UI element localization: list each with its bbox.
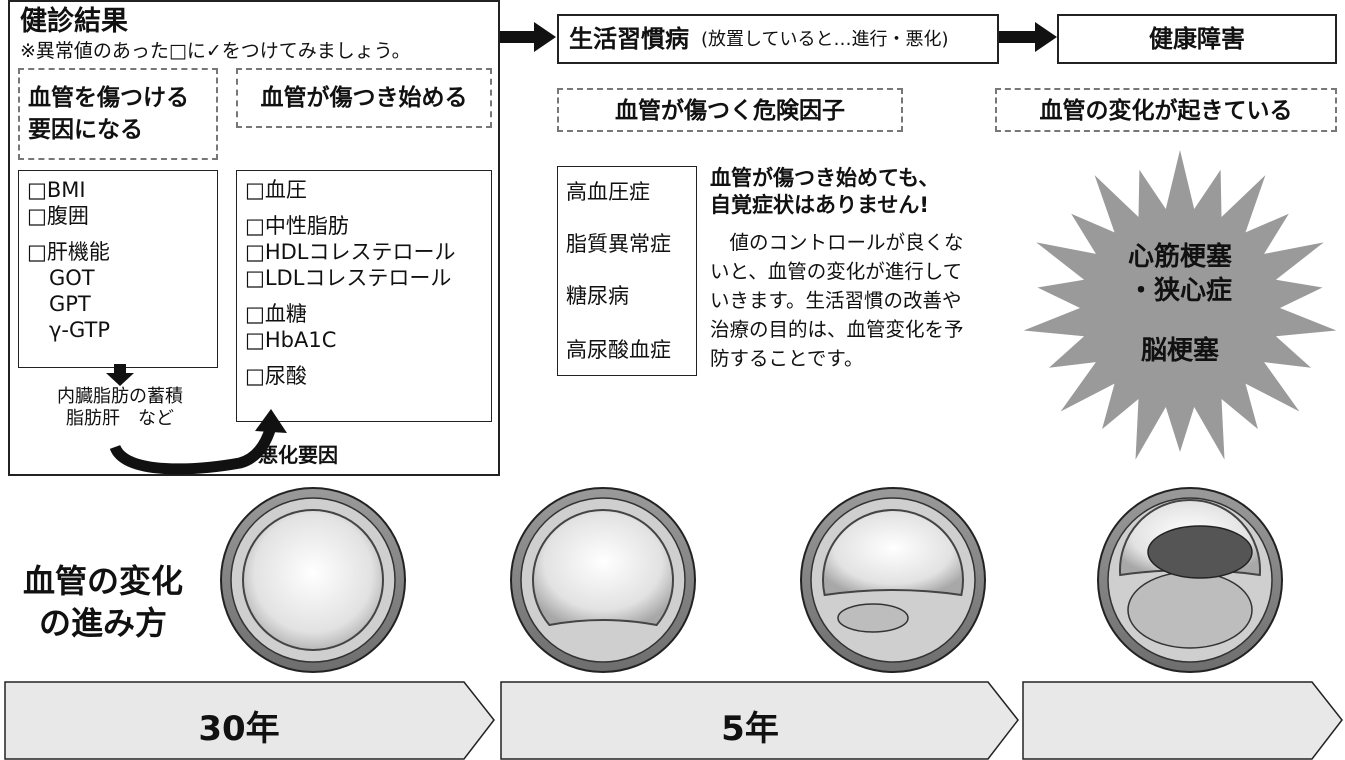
disease-list-box: 高血圧症 脂質異常症 糖尿病 高尿酸血症 <box>557 166 697 376</box>
visceral-line1: 内臓脂肪の蓄積 <box>57 386 183 407</box>
checkup-note: ※異常値のあった□に✓をつけてみましょう。 <box>20 40 411 62</box>
gap <box>27 229 110 239</box>
item-tg[interactable]: □中性脂肪 <box>245 214 349 238</box>
progression-line2: の進み方 <box>38 604 167 642</box>
item-hba1c[interactable]: □HbA1C <box>245 328 337 352</box>
lifestyle-subtitle: (放置していると…進行・悪化) <box>701 29 949 50</box>
timeline-band-3 <box>1022 681 1345 760</box>
worsening-label: 悪化要因 <box>258 443 338 467</box>
curved-arrow-icon <box>109 409 287 475</box>
warning-text: 血管が傷つき始めても、 自覚症状はありません! <box>710 165 939 219</box>
visceral-fat-text: 内臓脂肪の蓄積 脂肪肝 など <box>20 386 220 430</box>
explanation-line2: いと、血管の変化が進行して <box>710 260 963 283</box>
burst-stroke: 脳梗塞 <box>1140 336 1219 366</box>
progression-line1: 血管の変化 <box>22 562 183 600</box>
disease-diabetes: 糖尿病 <box>566 284 629 308</box>
col2-list: □血圧 □中性脂肪 □HDLコレステロール □LDLコレステロール □血糖 □H… <box>245 177 456 389</box>
item-liver[interactable]: □肝機能 <box>27 240 110 264</box>
arrow-to-lifestyle-icon <box>500 22 556 52</box>
col1-list: □BMI □腹囲 □肝機能 GOT GPT γ-GTP <box>27 177 110 343</box>
burst-shape-icon <box>1023 150 1337 460</box>
explanation-line1: 値のコントロールが良くな <box>710 231 964 254</box>
risk-factor-text: 血管が傷つく危険因子 <box>615 98 845 124</box>
disease-hypertension: 高血圧症 <box>566 180 650 204</box>
checkup-title: 健診結果 <box>20 6 128 37</box>
item-ldl[interactable]: □LDLコレステロール <box>245 266 452 290</box>
col2-list-box: □血圧 □中性脂肪 □HDLコレステロール □LDLコレステロール □血糖 □H… <box>236 170 492 422</box>
explanation-line4: 治療の目的は、血管変化を予 <box>710 318 964 341</box>
explanation-line5: 防することです。 <box>710 347 864 370</box>
burst-mi: 心筋梗塞 <box>1127 242 1232 272</box>
disease-dyslipidemia: 脂質異常症 <box>566 232 671 256</box>
item-hdl[interactable]: □HDLコレステロール <box>245 240 456 264</box>
vessel-stage-1 <box>220 487 406 673</box>
health-title: 健康障害 <box>1149 25 1245 53</box>
gap <box>245 203 456 213</box>
vessel-diagrams <box>220 487 1283 673</box>
gap <box>245 291 456 301</box>
vessel-stage-3 <box>800 487 986 673</box>
checkup-results-panel: 健診結果 ※異常値のあった□に✓をつけてみましょう。 血管を傷つける 要因になる… <box>8 0 500 476</box>
lifestyle-header-box: 生活習慣病 (放置していると…進行・悪化) <box>557 14 999 64</box>
gap <box>245 353 456 363</box>
col1-list-box: □BMI □腹囲 □肝機能 GOT GPT γ-GTP <box>18 170 218 368</box>
burst-angina: ・狭心症 <box>1127 276 1232 306</box>
warning-line2: 自覚症状はありません! <box>710 193 929 217</box>
progression-label: 血管の変化 の進み方 <box>8 560 198 644</box>
vessel-stage-2 <box>510 487 696 673</box>
item-ggtp: γ-GTP <box>49 318 111 342</box>
vessel-stage-4 <box>1097 487 1283 673</box>
disease-hyperuricemia: 高尿酸血症 <box>566 338 671 362</box>
down-arrow-icon <box>106 364 134 386</box>
timeline-label-5y: 5年 <box>721 709 779 749</box>
explanation-line3: いきます。生活習慣の改善や <box>710 289 962 312</box>
item-glucose[interactable]: □血糖 <box>245 302 307 326</box>
timeline-band-1: 30年 <box>4 681 496 760</box>
visceral-line2: 脂肪肝 など <box>66 408 174 429</box>
col2-header-text: 血管が傷つき始める <box>260 85 468 111</box>
item-bp[interactable]: □血圧 <box>245 178 307 202</box>
col1-header-line2: 要因になる <box>28 117 143 143</box>
lifestyle-title: 生活習慣病 <box>569 25 689 53</box>
vessel-change-text: 血管の変化が起きている <box>1039 98 1293 124</box>
item-bmi[interactable]: □BMI <box>27 178 86 202</box>
health-header-box: 健康障害 <box>1057 14 1337 64</box>
burst-text: 心筋梗塞 ・狭心症 脳梗塞 <box>1090 240 1270 368</box>
col1-header-line1: 血管を傷つける <box>28 85 189 111</box>
explanation-text: 値のコントロールが良くな いと、血管の変化が進行して いきます。生活習慣の改善や… <box>710 228 964 373</box>
arrow-to-health-icon <box>999 22 1057 52</box>
risk-factor-header: 血管が傷つく危険因子 <box>557 88 903 132</box>
timeline-band-2: 5年 <box>500 681 1020 760</box>
warning-line1: 血管が傷つき始めても、 <box>710 166 940 190</box>
timeline-label-30y: 30年 <box>198 709 280 749</box>
item-gpt: GPT <box>49 292 91 316</box>
col1-header: 血管を傷つける 要因になる <box>18 68 218 160</box>
vessel-change-header: 血管の変化が起きている <box>995 88 1337 132</box>
item-waist[interactable]: □腹囲 <box>27 204 89 228</box>
item-uric[interactable]: □尿酸 <box>245 364 307 388</box>
item-got: GOT <box>49 266 95 290</box>
col2-header: 血管が傷つき始める <box>236 68 492 128</box>
